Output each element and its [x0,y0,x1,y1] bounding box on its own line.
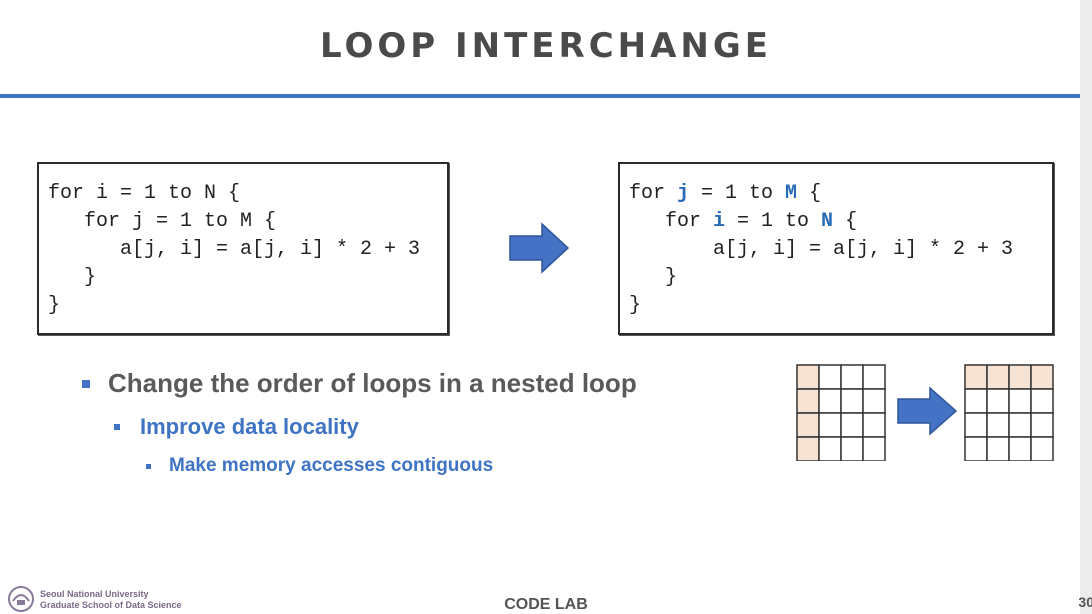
snu-emblem-icon [8,586,34,612]
grid-cell [840,364,864,390]
grid-cell [818,412,842,438]
footer-lab-name: CODE LAB [504,596,588,613]
bullet-text: Improve data locality [140,414,359,439]
bullet-text: Make memory accesses contiguous [169,455,494,476]
grid-cell [1030,388,1054,414]
grid-cell [1008,388,1032,414]
bullet-square-icon [146,463,151,469]
grid-cell-highlighted [986,364,1010,390]
grid-cell [964,412,988,438]
grid-column-major [796,364,886,461]
bullet-square-icon [114,424,120,430]
bullet-square-icon [82,379,90,388]
loop-variable: i [713,210,726,233]
grid-cell [818,388,842,414]
grid-row-major [964,364,1054,461]
grid-cell [862,412,886,438]
grid-cell [964,388,988,414]
code-box-after: for j = 1 to M { for i = 1 to N { a[j, i… [618,162,1054,335]
grid-cell-highlighted [796,388,820,414]
school-name: Graduate School of Data Science [40,600,182,610]
loop-bound: N [821,210,834,233]
grid-cell [1008,436,1032,461]
footer-institution: Seoul National University Graduate Schoo… [40,589,182,611]
grid-cell [840,412,864,438]
grid-cell [840,388,864,414]
code-line: } [48,266,97,289]
university-name: Seoul National University [40,589,149,599]
grid-cell [862,388,886,414]
grid-cell [986,436,1010,461]
grid-cell [862,436,886,461]
grid-cell-highlighted [1030,364,1054,390]
code-line: for j = 1 to M { [48,210,277,233]
grid-cell [818,364,842,390]
grid-cell [1030,436,1054,461]
page-number: 30 [1078,594,1092,610]
grid-cell [840,436,864,461]
grid-cell-highlighted [1008,364,1032,390]
title-divider [0,94,1092,98]
bullet-text: Change the order of loops in a nested lo… [108,368,637,398]
grid-cell-highlighted [964,364,988,390]
code-line: for i = 1 to N { [629,210,858,233]
code-line: a[j, i] = a[j, i] * 2 + 3 [48,238,421,261]
grid-cell [986,412,1010,438]
grid-cell [862,364,886,390]
right-arrow-icon [897,386,958,436]
grid-cell [964,436,988,461]
code-line: for j = 1 to M { [629,182,822,205]
grid-cell [818,436,842,461]
code-line: } [629,294,642,317]
bullet-level-3: Make memory accesses contiguous [146,455,493,477]
bullet-level-2: Improve data locality [114,414,359,440]
grid-cell [1030,412,1054,438]
grid-cell [986,388,1010,414]
loop-variable: j [677,182,690,205]
grid-cell-highlighted [796,436,820,461]
slide-title: LOOP INTERCHANGE [319,26,773,66]
grid-cell-highlighted [796,364,820,390]
code-line: } [48,294,61,317]
window-edge-strip [1080,0,1092,614]
code-box-before: for i = 1 to N { for j = 1 to M { a[j, i… [37,162,449,335]
loop-bound: M [785,182,798,205]
bullet-level-1: Change the order of loops in a nested lo… [82,368,637,399]
right-arrow-icon [509,222,570,274]
code-line: a[j, i] = a[j, i] * 2 + 3 [629,238,1014,261]
code-line: for i = 1 to N { [48,182,241,205]
code-line: } [629,266,678,289]
grid-cell-highlighted [796,412,820,438]
grid-cell [1008,412,1032,438]
